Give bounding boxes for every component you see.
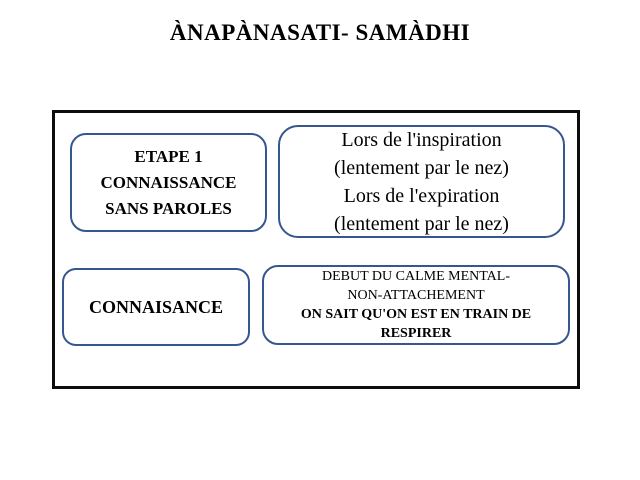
box-etape-1: ETAPE 1 CONNAISSANCE SANS PAROLES <box>70 133 267 232</box>
box-inspiration-line-4: (lentement par le nez) <box>334 212 509 235</box>
box-etape-1-line-1: ETAPE 1 <box>134 146 203 166</box>
box-inspiration-line-3: Lors de l'expiration <box>343 184 500 207</box>
box-calme-mental: DEBUT DU CALME MENTAL- NON-ATTACHEMENT O… <box>262 265 570 345</box>
box-inspiration-line-1: Lors de l'inspiration <box>341 128 502 151</box>
diagram-frame: ETAPE 1 CONNAISSANCE SANS PAROLES Lors d… <box>52 110 580 389</box>
box-calme-line-4: RESPIRER <box>380 326 452 341</box>
box-inspiration-line-2: (lentement par le nez) <box>334 156 509 179</box>
box-inspiration-expiration: Lors de l'inspiration (lentement par le … <box>278 125 565 238</box>
slide-title: ÀNAPÀNASATI- SAMÀDHI <box>169 20 471 45</box>
box-etape-1-line-2: CONNAISSANCE <box>100 172 237 192</box>
box-connaisance-line-1: CONNAISANCE <box>88 296 223 317</box>
box-calme-line-2: NON-ATTACHEMENT <box>347 288 485 303</box>
box-calme-line-1: DEBUT DU CALME MENTAL- <box>322 269 510 284</box>
box-connaisance: CONNAISANCE <box>62 268 250 346</box>
box-calme-line-3: ON SAIT QU'ON EST EN TRAIN DE <box>300 307 532 322</box>
box-etape-1-line-3: SANS PAROLES <box>105 198 232 218</box>
